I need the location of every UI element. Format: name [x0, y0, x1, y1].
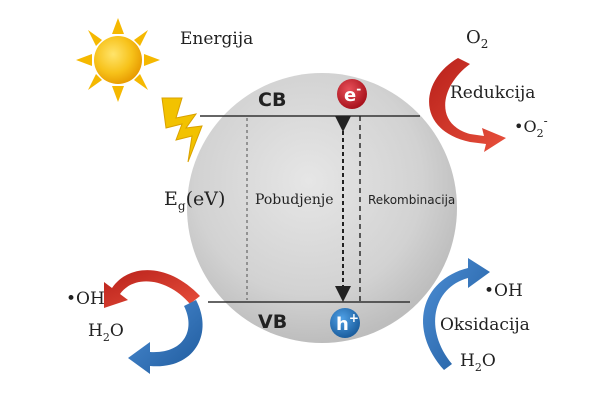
vb-label: VB [258, 311, 287, 333]
oxidation-reactant: H2O [460, 351, 496, 374]
sun-icon [76, 18, 160, 102]
oxidation-label: Oksidacija [440, 315, 530, 335]
svg-text:h+: h+ [336, 311, 359, 335]
semiconductor-particle [187, 73, 457, 343]
left-product: •OH [66, 289, 105, 309]
reduction-reactant: O2 [466, 27, 488, 51]
reduction-arrow [429, 58, 506, 152]
hole-badge: h+ [330, 308, 360, 338]
cb-label: CB [258, 89, 286, 111]
oxidation-product: •OH [484, 281, 523, 301]
bandgap-label: Eg(eV) [164, 188, 225, 213]
recombination-label: Rekombinacija [368, 193, 455, 207]
reduction-label: Redukcija [450, 83, 535, 103]
electron-badge: e- [337, 79, 367, 109]
excitation-label: Pobudjenje [255, 192, 334, 208]
energy-label: Energija [180, 29, 253, 49]
svg-text:e-: e- [344, 82, 361, 106]
oxidation-arrow [423, 258, 490, 370]
left-reactant: H2O [88, 321, 124, 344]
reduction-product: •O2- [514, 114, 548, 140]
left-oxidation-arrow [104, 270, 203, 374]
lightning-icon [161, 97, 203, 163]
